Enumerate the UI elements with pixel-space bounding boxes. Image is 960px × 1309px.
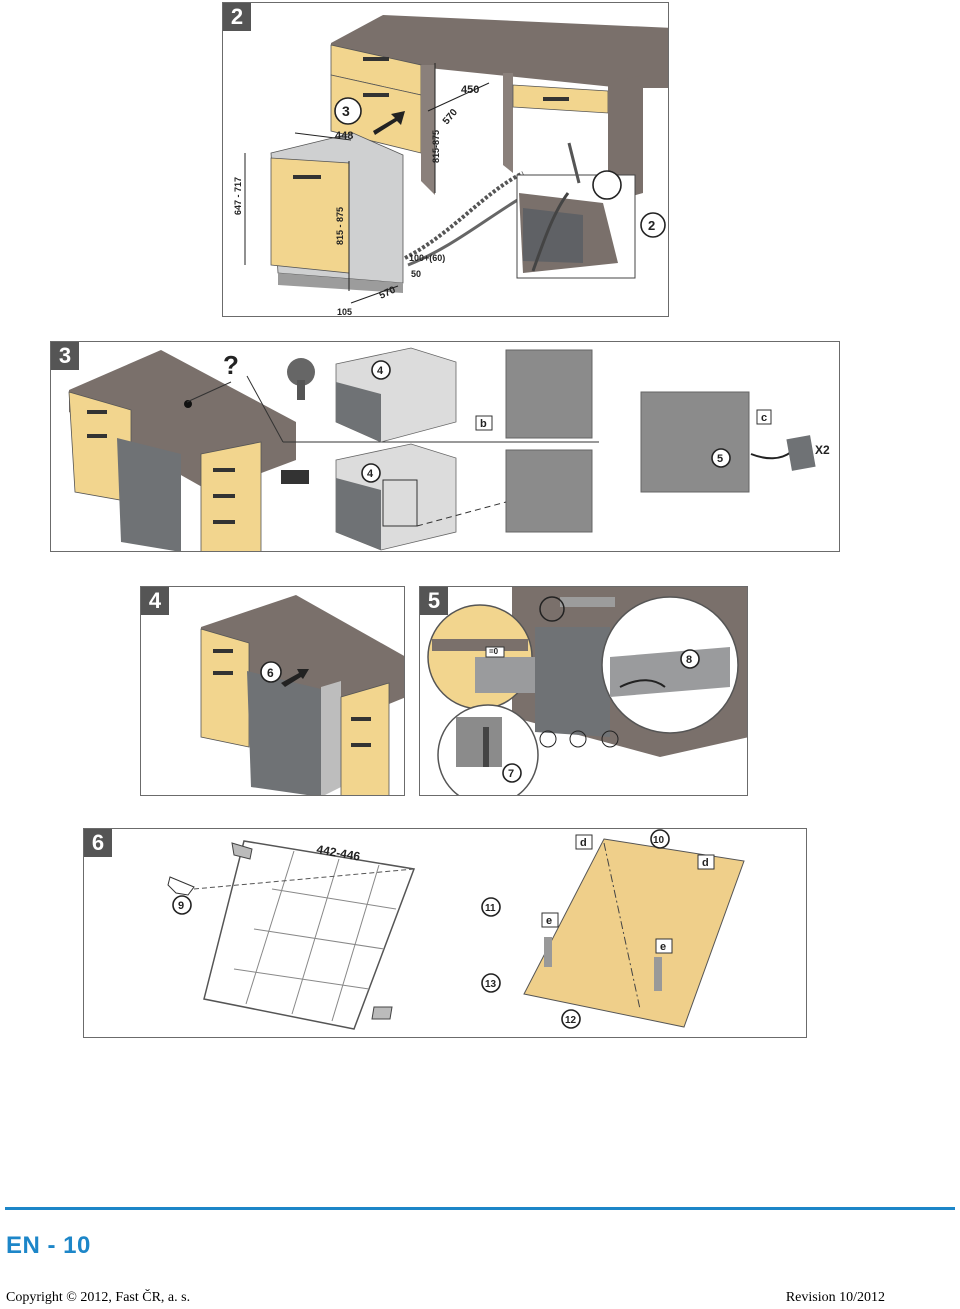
dim-top-depth: 450: [461, 84, 479, 96]
copyright-text: Copyright © 2012, Fast ČR, a. s.: [6, 1290, 191, 1305]
step-4-labels: 6: [267, 666, 274, 680]
page-number: EN - 10: [6, 1232, 91, 1259]
callout-4-top: 4: [377, 365, 384, 377]
step-6-panel: 6 442-446 9 10 11 12 13 d: [83, 828, 807, 1038]
callout-12: 12: [565, 1015, 577, 1026]
callout-6: 6: [267, 666, 274, 680]
step-3-panel: 3 ?: [50, 341, 840, 552]
letter-d-right: d: [702, 857, 709, 869]
gap-zero: =0: [489, 647, 499, 656]
dim-plinth-gap: 50: [411, 269, 421, 279]
step-5-panel: 5 =0 7 8: [419, 586, 748, 796]
step-4-panel: 4 6: [140, 586, 405, 796]
dim-side-depth: 570: [441, 107, 460, 127]
step-2-panel: 2: [222, 2, 669, 317]
letter-b: b: [480, 418, 487, 430]
dim-plinth: 100+(60): [409, 253, 445, 263]
step-number: 6: [84, 829, 112, 857]
step-5-labels: =0 7 8: [489, 647, 692, 780]
callout-7: 7: [508, 768, 514, 780]
step-number: 3: [51, 342, 79, 370]
dim-bottom-offset: 105: [337, 307, 352, 317]
step-number: 2: [223, 3, 251, 31]
dim-unit-height: 815 - 875: [335, 207, 345, 245]
revision-text: Revision 10/2012: [785, 1290, 885, 1305]
dimension-labels: 450 570 815-875 448 647 - 717 815 - 875 …: [233, 84, 655, 317]
callout-5: 5: [717, 453, 723, 465]
dim-door-height: 647 - 717: [233, 177, 243, 215]
insert-appliance-illustration: [200, 595, 404, 795]
callout-9: 9: [178, 900, 184, 912]
callout-3: 3: [342, 103, 350, 119]
door-width-range: 442-446: [315, 842, 361, 863]
callout-11: 11: [485, 903, 496, 914]
letter-e-left: e: [546, 915, 552, 927]
dim-width: 448: [335, 130, 353, 142]
callout-2: 2: [648, 218, 655, 233]
letter-e-right: e: [660, 941, 666, 953]
callout-10: 10: [653, 835, 665, 846]
door-panel-mounting-illustration: [167, 829, 745, 1030]
multiplier-x2: X2: [815, 443, 830, 457]
footer-rule: [5, 1207, 955, 1210]
installation-dimensions-illustration: [244, 15, 668, 304]
dim-cabinet-height: 815-875: [431, 130, 441, 163]
callout-13: 13: [485, 979, 497, 990]
dim-bottom-depth: 570: [378, 285, 398, 302]
question-mark: ?: [223, 350, 239, 380]
letter-d-left: d: [580, 837, 587, 849]
step-6-labels: 442-446 9 10 11 12 13 d d e e: [178, 835, 709, 1026]
step-number: 5: [420, 587, 448, 615]
mounting-brackets-illustration: ?: [68, 347, 816, 551]
step-3-labels: 4 4 5 b c X2: [367, 365, 830, 480]
step-number: 4: [141, 587, 169, 615]
letter-c: c: [761, 412, 767, 424]
leveling-illustration: [427, 587, 747, 795]
callout-8: 8: [686, 654, 692, 666]
callout-4-bottom: 4: [367, 468, 374, 480]
